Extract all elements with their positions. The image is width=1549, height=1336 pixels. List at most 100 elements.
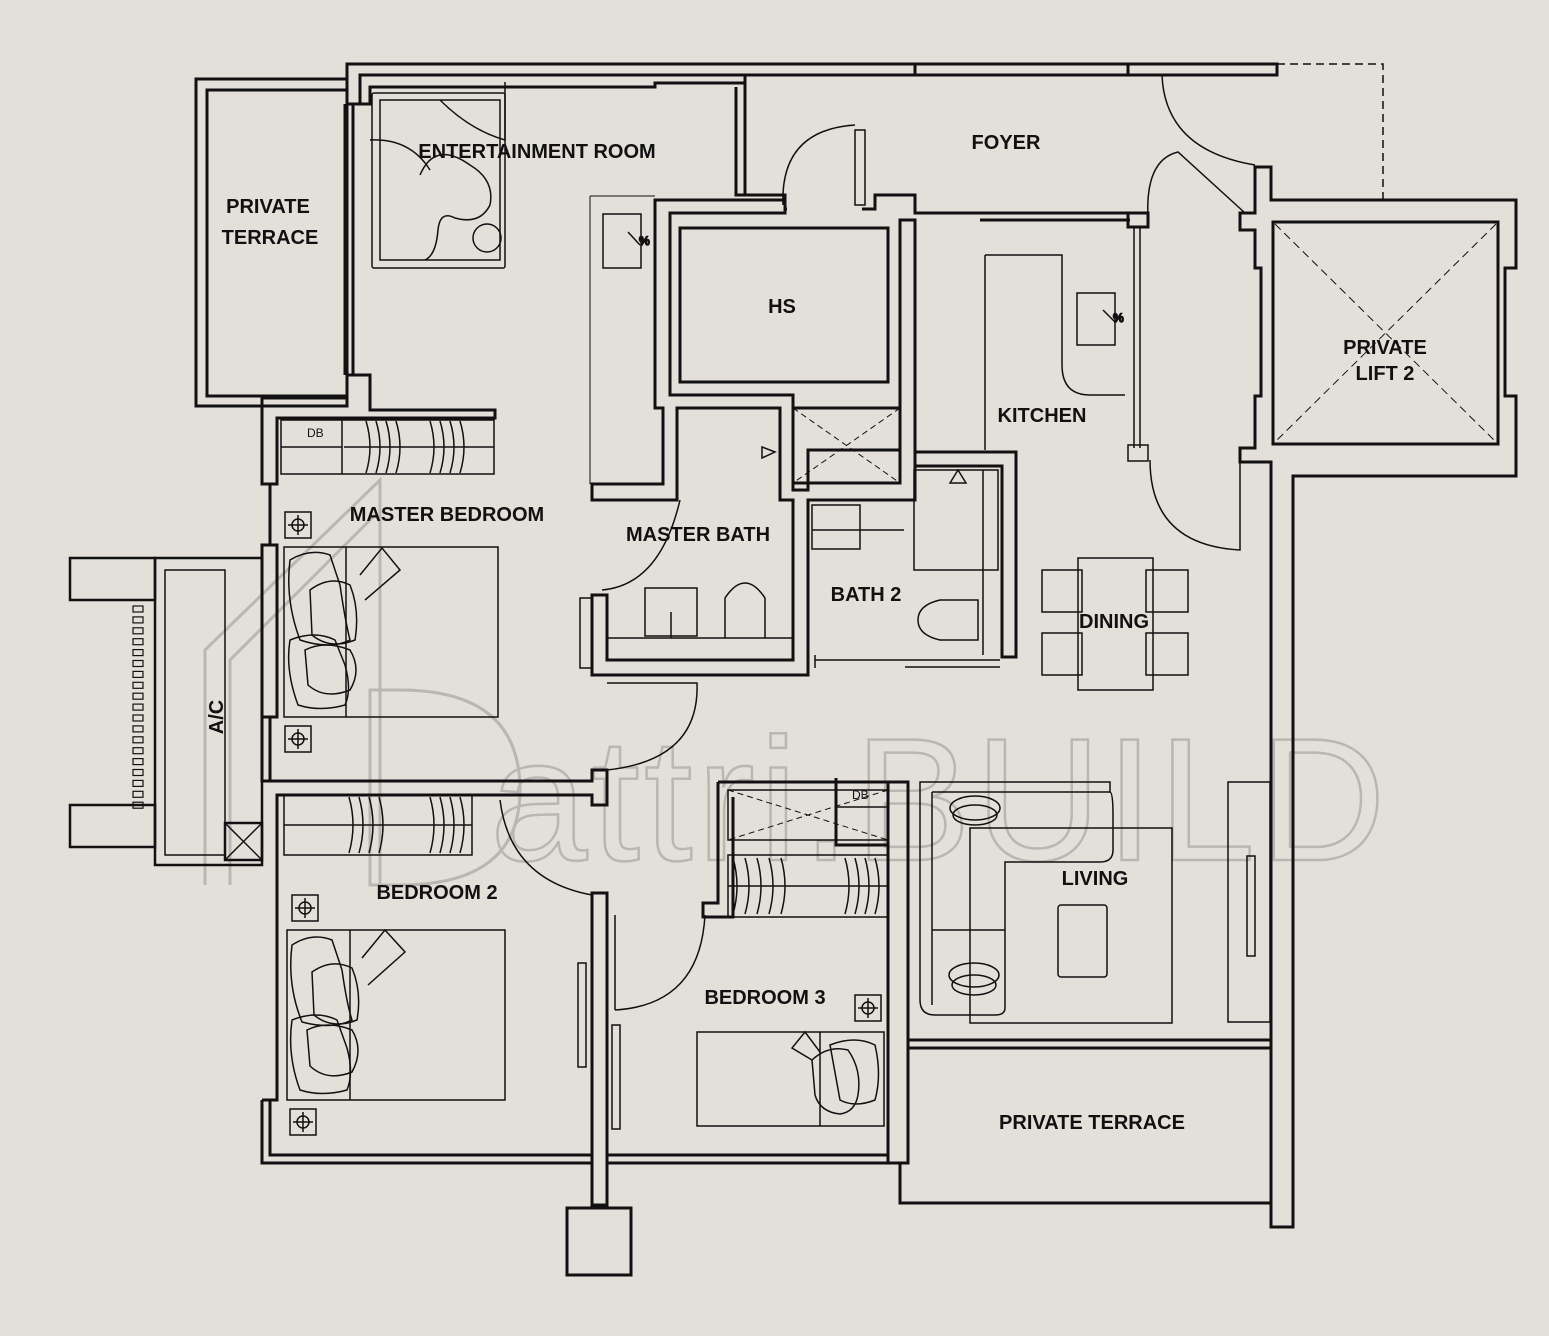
room-label-master-bedroom: MASTER BEDROOM bbox=[350, 504, 544, 526]
door-swing-icon bbox=[782, 124, 856, 206]
hanger bbox=[429, 796, 435, 854]
louvre-slot bbox=[132, 692, 144, 700]
hanger bbox=[378, 796, 384, 854]
louvre-slot bbox=[132, 768, 144, 777]
hanger bbox=[439, 420, 445, 474]
hanger bbox=[429, 420, 435, 474]
louvre-slot bbox=[132, 801, 144, 809]
svg-text:%: % bbox=[1113, 311, 1124, 325]
louvre-slot bbox=[132, 638, 144, 646]
toilet-icon bbox=[917, 599, 979, 641]
room-label-private-lift: LIFT 2 bbox=[1356, 363, 1415, 385]
room-label-entertainment-room: ENTERTAINMENT ROOM bbox=[418, 141, 655, 163]
db-label: DB bbox=[852, 788, 869, 802]
hanger bbox=[439, 796, 445, 854]
dining-set bbox=[1041, 557, 1189, 691]
hanger bbox=[864, 857, 870, 915]
louvre-slot bbox=[132, 779, 144, 788]
hanger bbox=[375, 420, 381, 474]
hanger bbox=[732, 857, 738, 915]
hanger bbox=[459, 420, 465, 474]
room-label-bedroom-3: BEDROOM 3 bbox=[704, 987, 825, 1009]
hanger bbox=[874, 857, 880, 915]
room-label-living: LIVING bbox=[1062, 868, 1129, 890]
hanger bbox=[780, 857, 786, 915]
hanger bbox=[844, 857, 850, 915]
db-labels: DB DB bbox=[307, 426, 869, 802]
hanger bbox=[348, 796, 354, 854]
power-point-icon bbox=[289, 1108, 317, 1136]
doors bbox=[369, 74, 1256, 1130]
door-swing-icon bbox=[606, 682, 698, 771]
hanger bbox=[756, 857, 762, 915]
room-label-private-terrace: PRIVATE bbox=[226, 196, 310, 218]
louvre-slot bbox=[132, 681, 144, 689]
beds bbox=[283, 546, 885, 1127]
hanger bbox=[768, 857, 774, 915]
door-swing-icon bbox=[614, 914, 706, 1011]
room-labels: PRIVATE TERRACE ENTERTAINMENT ROOM FOYER… bbox=[206, 132, 1427, 1134]
hanger bbox=[368, 796, 374, 854]
bed-icon bbox=[696, 1030, 885, 1127]
door-swing-icon bbox=[1161, 74, 1256, 166]
door-swing-icon bbox=[499, 799, 593, 896]
hanger bbox=[449, 796, 455, 854]
hanger bbox=[459, 796, 465, 854]
room-label-bedroom-2: BEDROOM 2 bbox=[376, 882, 497, 904]
room-label-bath-2: BATH 2 bbox=[831, 584, 902, 606]
room-label-dining: DINING bbox=[1079, 611, 1149, 633]
louvre-slot bbox=[132, 725, 144, 733]
ac-louvre-slots bbox=[132, 605, 144, 809]
louvre-slot bbox=[132, 616, 144, 624]
ac-ledge bbox=[68, 556, 264, 867]
basin-icon bbox=[602, 213, 642, 269]
hanger bbox=[358, 796, 364, 854]
bed-icon bbox=[283, 546, 499, 718]
sofa-icon bbox=[919, 781, 1114, 1016]
svg-text:%: % bbox=[639, 234, 650, 248]
door-swing-icon bbox=[601, 499, 681, 591]
louvre-slot bbox=[132, 757, 144, 766]
louvre-slot bbox=[132, 659, 144, 668]
toilet-icon bbox=[724, 582, 766, 638]
hanger bbox=[385, 420, 391, 474]
room-label-private-lift: PRIVATE bbox=[1343, 337, 1427, 359]
louvre-slot bbox=[132, 648, 144, 657]
hanger bbox=[744, 857, 750, 915]
fixtures: % % bbox=[602, 213, 1125, 655]
walls bbox=[194, 62, 1518, 1277]
bed-icon bbox=[286, 928, 506, 1101]
louvre-slot bbox=[132, 736, 144, 744]
power-point-icon bbox=[284, 725, 312, 753]
lift-shaft bbox=[1274, 223, 1497, 443]
dining-chair-icon bbox=[1041, 569, 1083, 613]
room-label-private-terrace-bottom: PRIVATE TERRACE bbox=[999, 1112, 1185, 1134]
entertainment-fixtures bbox=[371, 92, 506, 269]
hanger bbox=[449, 420, 455, 474]
room-label-master-bath: MASTER BATH bbox=[626, 524, 770, 546]
room-label-kitchen: KITCHEN bbox=[998, 405, 1087, 427]
louvre-slot bbox=[132, 714, 144, 722]
power-point-icon bbox=[291, 894, 319, 922]
db-label: DB bbox=[307, 426, 324, 440]
louvre-slot bbox=[132, 790, 144, 798]
louvre-slot bbox=[132, 627, 144, 635]
power-points bbox=[284, 511, 882, 1136]
louvre-slot bbox=[132, 703, 144, 711]
living-set bbox=[919, 781, 1271, 1024]
hanger bbox=[395, 420, 401, 474]
louvre-slot bbox=[132, 747, 144, 755]
hanger bbox=[854, 857, 860, 915]
door-swing-icon bbox=[439, 82, 506, 141]
wardrobes bbox=[280, 419, 889, 918]
watermark: attri.BUILD bbox=[203, 476, 1387, 899]
room-label-private-terrace: TERRACE bbox=[222, 227, 319, 249]
room-label-hs: HS bbox=[768, 296, 796, 318]
louvre-slot bbox=[132, 670, 144, 679]
power-point-icon bbox=[284, 511, 312, 539]
door-swing-icon bbox=[1147, 151, 1246, 219]
dining-chair-icon bbox=[1041, 632, 1083, 676]
room-label-ac: A/C bbox=[206, 700, 228, 734]
dining-chair-icon bbox=[1145, 569, 1189, 613]
